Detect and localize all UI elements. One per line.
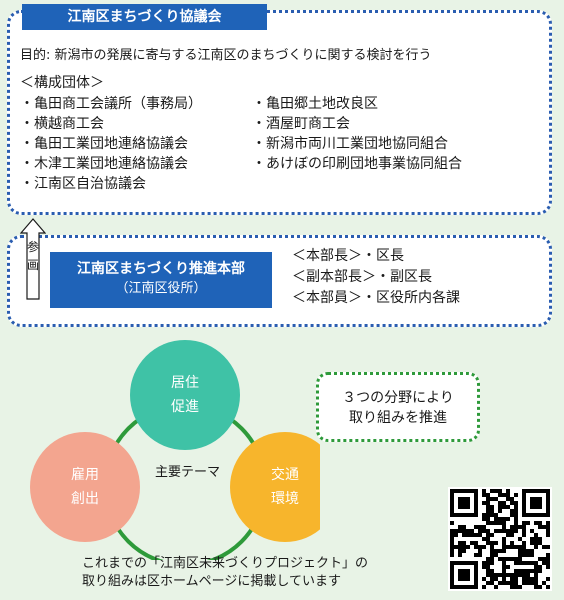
member-item: ・亀田商工会議所（事務局） bbox=[20, 96, 202, 112]
council-title: 江南区まちづくり協議会 bbox=[22, 4, 267, 30]
theme-circle-living bbox=[130, 340, 240, 450]
member-item: ・酒屋町商工会 bbox=[252, 116, 350, 132]
member-item: ・新潟市両川工業団地協同組合 bbox=[252, 136, 448, 152]
role-item: ＜副本部長＞・副区長 bbox=[292, 269, 432, 285]
hq-name: 江南区まちづくり推進本部 bbox=[77, 261, 245, 277]
role-item: ＜本部長＞・区長 bbox=[292, 248, 404, 264]
hq-sub: （江南区役所） bbox=[115, 281, 207, 296]
notice-text: これまでの「江南区未来づくりプロジェクト」の 取り組みは区ホームページに掲載して… bbox=[82, 556, 369, 589]
member-item: ・亀田工業団地連絡協議会 bbox=[20, 136, 188, 152]
themes-center-label: 主要テーマ bbox=[155, 465, 221, 480]
member-item: ・木津工業団地連絡協議会 bbox=[20, 156, 188, 172]
theme-text-employment: 雇用 創出 bbox=[71, 467, 99, 507]
theme-circle-employment bbox=[30, 432, 140, 542]
themes-diagram bbox=[30, 340, 320, 560]
member-item: ・あけぼの印刷団地事業協同組合 bbox=[252, 156, 462, 172]
member-item: ・江南区自治協議会 bbox=[20, 176, 146, 192]
council-purpose: 目的: 新潟市の発展に寄与する江南区のまちづくりに関する検討を行う bbox=[20, 48, 432, 63]
members-right-list: ・亀田郷土地改良区 ・酒屋町商工会 ・新潟市両川工業団地協同組合 ・あけぼの印刷… bbox=[252, 94, 462, 174]
participation-label: 参 画 bbox=[26, 240, 39, 272]
theme-circle-transport bbox=[230, 432, 320, 542]
theme-text-transport: 交通 環境 bbox=[271, 467, 299, 507]
callout-box: ３つの分野により 取り組みを推進 bbox=[316, 372, 480, 442]
hq-title-block: 江南区まちづくり推進本部 （江南区役所） bbox=[50, 252, 272, 308]
participation-arrow-icon bbox=[20, 218, 46, 300]
members-heading: ＜構成団体＞ bbox=[20, 75, 104, 91]
callout-line: 取り組みを推進 bbox=[349, 410, 447, 426]
callout-line: ３つの分野により bbox=[342, 390, 454, 406]
members-left-list: ・亀田商工会議所（事務局） ・横越商工会 ・亀田工業団地連絡協議会 ・木津工業団… bbox=[20, 94, 202, 194]
qr-code-icon[interactable] bbox=[448, 487, 552, 591]
member-item: ・亀田郷土地改良区 bbox=[252, 96, 378, 112]
council-box bbox=[7, 10, 552, 215]
hq-roles: ＜本部長＞・区長 ＜副本部長＞・副区長 ＜本部員＞・区役所内各課 bbox=[292, 246, 460, 309]
role-item: ＜本部員＞・区役所内各課 bbox=[292, 290, 460, 306]
member-item: ・横越商工会 bbox=[20, 116, 104, 132]
theme-text-living: 居住 促進 bbox=[171, 375, 199, 415]
